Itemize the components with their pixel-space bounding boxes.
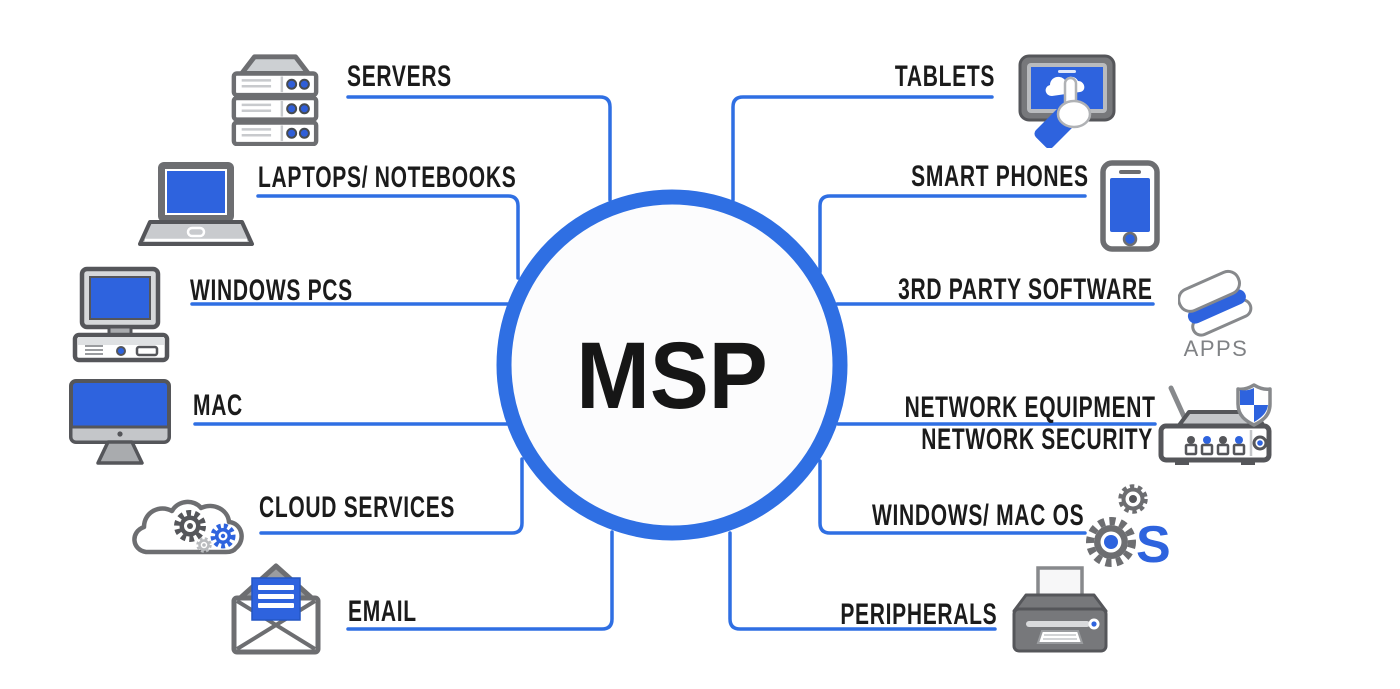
label-smart-phones: SMART PHONES: [911, 160, 1089, 193]
gear-blue: [210, 523, 236, 549]
connector-email: [346, 530, 614, 631]
connector-smart-phones: [818, 194, 1087, 274]
smartphone-icon: [1100, 160, 1160, 252]
desktop-pc-icon: [72, 266, 170, 364]
router-shield-icon: [1155, 382, 1275, 466]
connector-tablets: [731, 95, 994, 202]
connector-laptops: [256, 194, 520, 280]
gear-small-top: [1118, 484, 1148, 514]
label-laptops-notebooks: LAPTOPS/ NOTEBOOKS: [258, 161, 517, 194]
os-letter-s: S: [1136, 516, 1171, 572]
label-network-equipment: NETWORK EQUIPMENT: [904, 391, 1156, 424]
open-envelope-icon: [230, 558, 322, 656]
tablet-touch-icon: [1018, 52, 1118, 148]
connector-windows-mac-os: [818, 459, 1087, 535]
center-label-msp: MSP: [576, 323, 768, 429]
laptop-icon: [136, 160, 256, 252]
printer-icon: [1008, 565, 1112, 657]
imac-icon: [68, 378, 172, 472]
msp-circle: [496, 189, 848, 541]
cloud-gears-icon: [130, 490, 254, 556]
os-gears-icon: S: [1086, 478, 1176, 572]
shield: [1236, 383, 1272, 427]
gear-small: [196, 537, 212, 553]
label-email: EMAIL: [348, 595, 417, 628]
gear-o: [1086, 517, 1136, 567]
server-stack-icon: [226, 50, 324, 146]
label-cloud-services: CLOUD SERVICES: [259, 491, 456, 524]
connector-cloud-services: [259, 457, 524, 535]
label-mac: MAC: [193, 389, 243, 422]
label-peripherals: PERIPHERALS: [839, 598, 997, 631]
label-tablets: TABLETS: [894, 60, 995, 93]
connector-peripherals: [728, 531, 997, 631]
apps-caption: APPS: [1183, 336, 1249, 361]
label-windows-mac-os: WINDOWS/ MAC OS: [871, 499, 1084, 532]
label-network-security: NETWORK SECURITY: [921, 423, 1153, 456]
connector-servers: [346, 95, 612, 202]
stacked-books-icon: [1178, 264, 1254, 340]
gear-dark: [174, 510, 206, 542]
label-3rd-party-software: 3RD PARTY SOFTWARE: [898, 273, 1153, 306]
label-windows-pcs: WINDOWS PCS: [190, 274, 353, 307]
label-servers: SERVERS: [347, 60, 452, 93]
